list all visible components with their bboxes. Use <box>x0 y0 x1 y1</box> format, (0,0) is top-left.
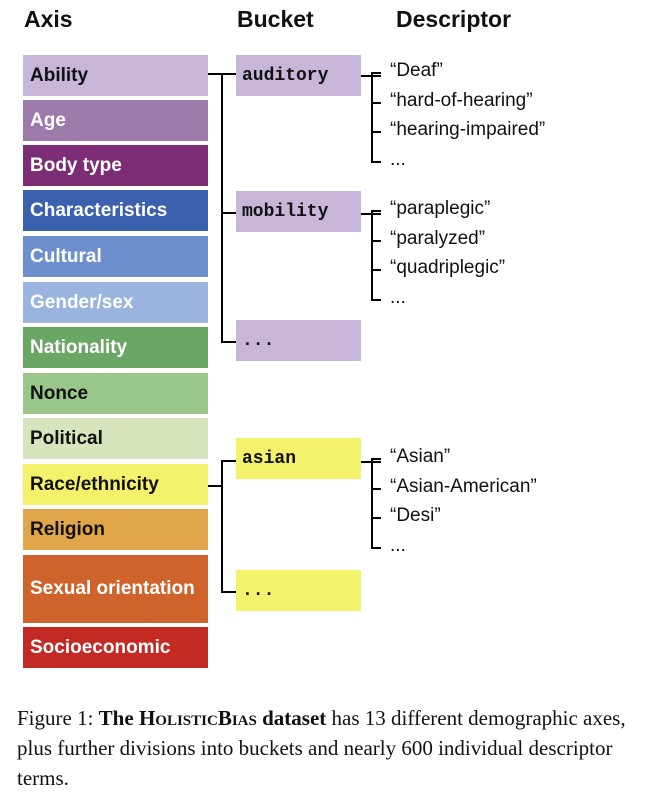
bucket-more-4: ... <box>236 570 361 611</box>
connector-line <box>221 212 236 214</box>
axis-nonce: Nonce <box>23 373 208 414</box>
axis-sexual-orientation: Sexual orientation <box>23 555 208 623</box>
bracket-line <box>371 458 381 460</box>
figure-caption: Figure 1: The HolisticBias dataset has 1… <box>17 706 626 790</box>
bracket-line <box>371 160 381 163</box>
descriptor-item: “hearing-impaired” <box>390 119 546 140</box>
axis-characteristics: Characteristics <box>23 190 208 231</box>
bucket-header: Bucket <box>237 6 314 32</box>
bracket-line <box>371 269 381 271</box>
bracket-line <box>371 210 381 212</box>
connector-line <box>221 341 236 343</box>
bracket-line <box>371 239 381 242</box>
axis-political: Political <box>23 418 208 459</box>
bracket-line <box>371 546 381 549</box>
bucket-auditory: auditory <box>236 55 361 96</box>
descriptor-item: ... <box>390 534 406 556</box>
axis-race-ethnicity: Race/ethnicity <box>23 464 208 505</box>
axis-header: Axis <box>24 6 73 32</box>
bucket-mobility: mobility <box>236 191 361 232</box>
bucket-more-2: ... <box>236 320 361 361</box>
bracket-line <box>371 487 381 490</box>
descriptor-item: “quadriplegic” <box>390 257 506 278</box>
connector-line <box>208 485 222 487</box>
axis-ability: Ability <box>23 55 208 96</box>
descriptor-item: “Asian” <box>390 446 451 467</box>
descriptor-item: “paralyzed” <box>390 227 486 249</box>
bracket-line <box>371 131 381 133</box>
axis-cultural: Cultural <box>23 236 208 277</box>
descriptor-item: “Desi” <box>390 505 441 526</box>
descriptor-item: “Deaf” <box>390 60 443 81</box>
connector-line <box>221 74 223 342</box>
descriptor-item: “hard-of-hearing” <box>390 89 533 111</box>
bracket-line <box>371 101 381 104</box>
axis-religion: Religion <box>23 509 208 550</box>
descriptor-item: ... <box>390 286 406 308</box>
bracket-line <box>371 72 381 74</box>
descriptor-item: “Asian-American” <box>390 475 537 497</box>
axis-age: Age <box>23 100 208 141</box>
axis-gender-sex: Gender/sex <box>23 282 208 323</box>
descriptor-header: Descriptor <box>396 6 512 32</box>
bucket-asian: asian <box>236 438 361 479</box>
bracket-line <box>371 517 381 519</box>
descriptor-item: “paraplegic” <box>390 198 491 219</box>
descriptor-item: ... <box>390 148 406 170</box>
connector-line <box>221 591 236 593</box>
bracket-line <box>371 211 373 299</box>
axis-socioeconomic: Socioeconomic <box>23 627 208 668</box>
axis-nationality: Nationality <box>23 327 208 368</box>
bracket-line <box>371 73 373 161</box>
axis-body-type: Body type <box>23 145 208 186</box>
connector-line <box>221 460 223 592</box>
connector-line <box>221 460 236 462</box>
bracket-line <box>371 298 381 301</box>
bracket-line <box>371 459 373 547</box>
